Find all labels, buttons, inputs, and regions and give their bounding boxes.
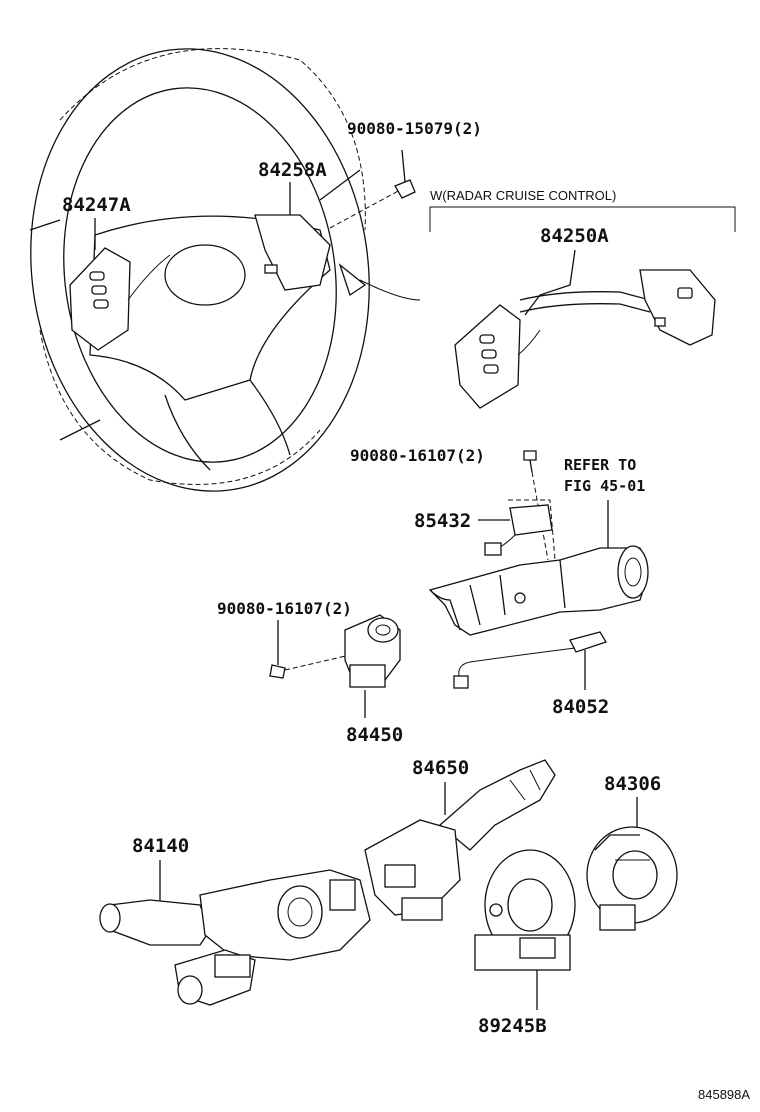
sensor-85432-illustration [484,499,556,561]
spiral-cable-89245b-illustration [474,849,576,971]
label-radar-note: W(RADAR CRUISE CONTROL) [430,188,616,203]
label-wire: 84052 [552,696,609,718]
wire-84052-illustration [453,631,607,689]
label-bolt-lower: 90080-16107(2) [217,599,352,618]
label-refer-to: REFER TO [564,456,636,474]
wiper-switch-84650-illustration [364,759,556,921]
steering-wheel-illustration [29,48,421,492]
label-pad-left: 84247A [62,194,131,216]
label-combination-switch: 84140 [132,835,189,857]
label-refer-fig: FIG 45-01 [564,477,645,495]
label-ignition-switch: 84450 [346,724,403,746]
bolt-90080-15079-illustration [329,149,416,229]
label-bolt-top: 90080-15079(2) [347,119,482,138]
label-pad-right: 84258A [258,159,327,181]
radar-cruise-switch-illustration [454,249,716,409]
steering-column-illustration [428,545,649,636]
label-wiper-switch: 84650 [412,757,469,779]
ignition-switch-84450-illustration [269,614,401,688]
label-clock-spring: 84306 [604,773,661,795]
clock-spring-84306-illustration [586,826,678,931]
combination-switch-84140-illustration [99,869,371,1006]
label-bolt-mid: 90080-16107(2) [350,446,485,465]
label-radar-switch: 84250A [540,225,609,247]
label-spiral-cable: 89245B [478,1015,547,1037]
label-sensor: 85432 [414,510,471,532]
figure-code: 845898A [698,1087,750,1102]
